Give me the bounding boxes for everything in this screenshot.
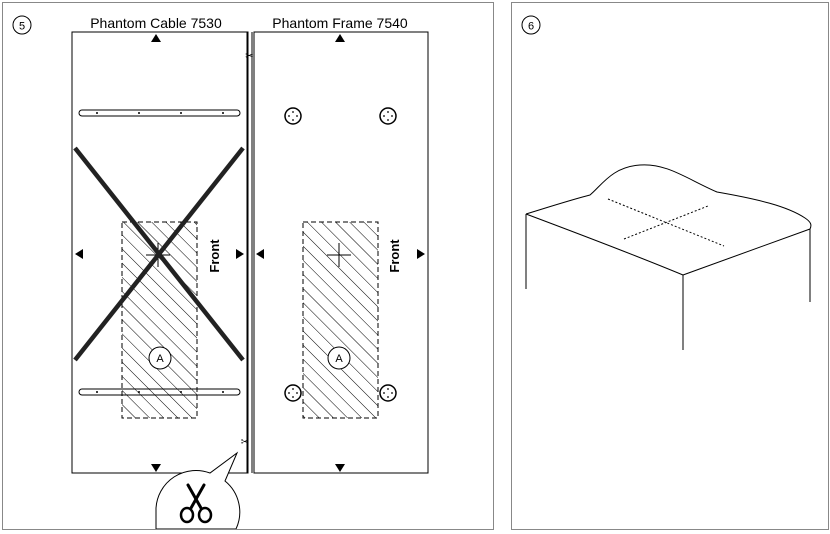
frame-hole-bottom-left: [284, 384, 302, 402]
step-6-panel: 6: [511, 2, 829, 530]
cable-sheet: [71, 31, 249, 474]
arrow-down-icon: [335, 464, 345, 472]
step-5-panel: 5 Phantom Cable 7530 Phantom Frame 7540 …: [2, 2, 494, 530]
step-5-diagram: 5 Phantom Cable 7530 Phantom Frame 7540 …: [12, 15, 429, 530]
scissors-callout: [155, 451, 241, 530]
frame-marker-circle: [327, 346, 351, 370]
frame-hole-top-left: [284, 107, 302, 125]
step-6-badge: 6: [521, 15, 541, 35]
arrow-down-icon: [151, 464, 161, 472]
frame-hole-top-right: [379, 107, 397, 125]
cable-top-bar: [78, 109, 241, 117]
draped-cloth-illustration: [525, 164, 812, 350]
cable-title: Phantom Cable 7530: [90, 15, 222, 31]
cross-out-icon: [73, 146, 245, 362]
step-6-diagram: 6: [521, 15, 812, 350]
frame-title: Phantom Frame 7540: [272, 15, 408, 31]
step-5-number: 5: [19, 21, 25, 33]
cut-mark-icon: ✂: [241, 437, 249, 448]
cable-marker-circle: [148, 346, 172, 370]
scissors-icon: [179, 483, 213, 524]
step-5-badge: 5: [12, 15, 32, 35]
cut-strip: ✂ ✂: [241, 32, 254, 473]
arrow-left-icon: [256, 249, 264, 259]
cut-mark-icon: ✂: [245, 51, 253, 62]
arrow-right-icon: [236, 249, 244, 259]
frame-hatched-area: [302, 221, 379, 419]
frame-crosshair: [327, 243, 351, 267]
cable-marker: A: [156, 353, 164, 365]
cable-front-label: Front: [207, 239, 222, 273]
arrow-up-icon: [335, 34, 345, 42]
frame-sheet: [253, 31, 429, 474]
frame-hole-bottom-right: [379, 384, 397, 402]
step-6-number: 6: [528, 21, 534, 33]
arrow-up-icon: [151, 34, 161, 42]
frame-marker: A: [335, 353, 343, 365]
frame-front-label: Front: [387, 239, 402, 273]
arrow-right-icon: [417, 249, 425, 259]
arrow-left-icon: [75, 249, 83, 259]
